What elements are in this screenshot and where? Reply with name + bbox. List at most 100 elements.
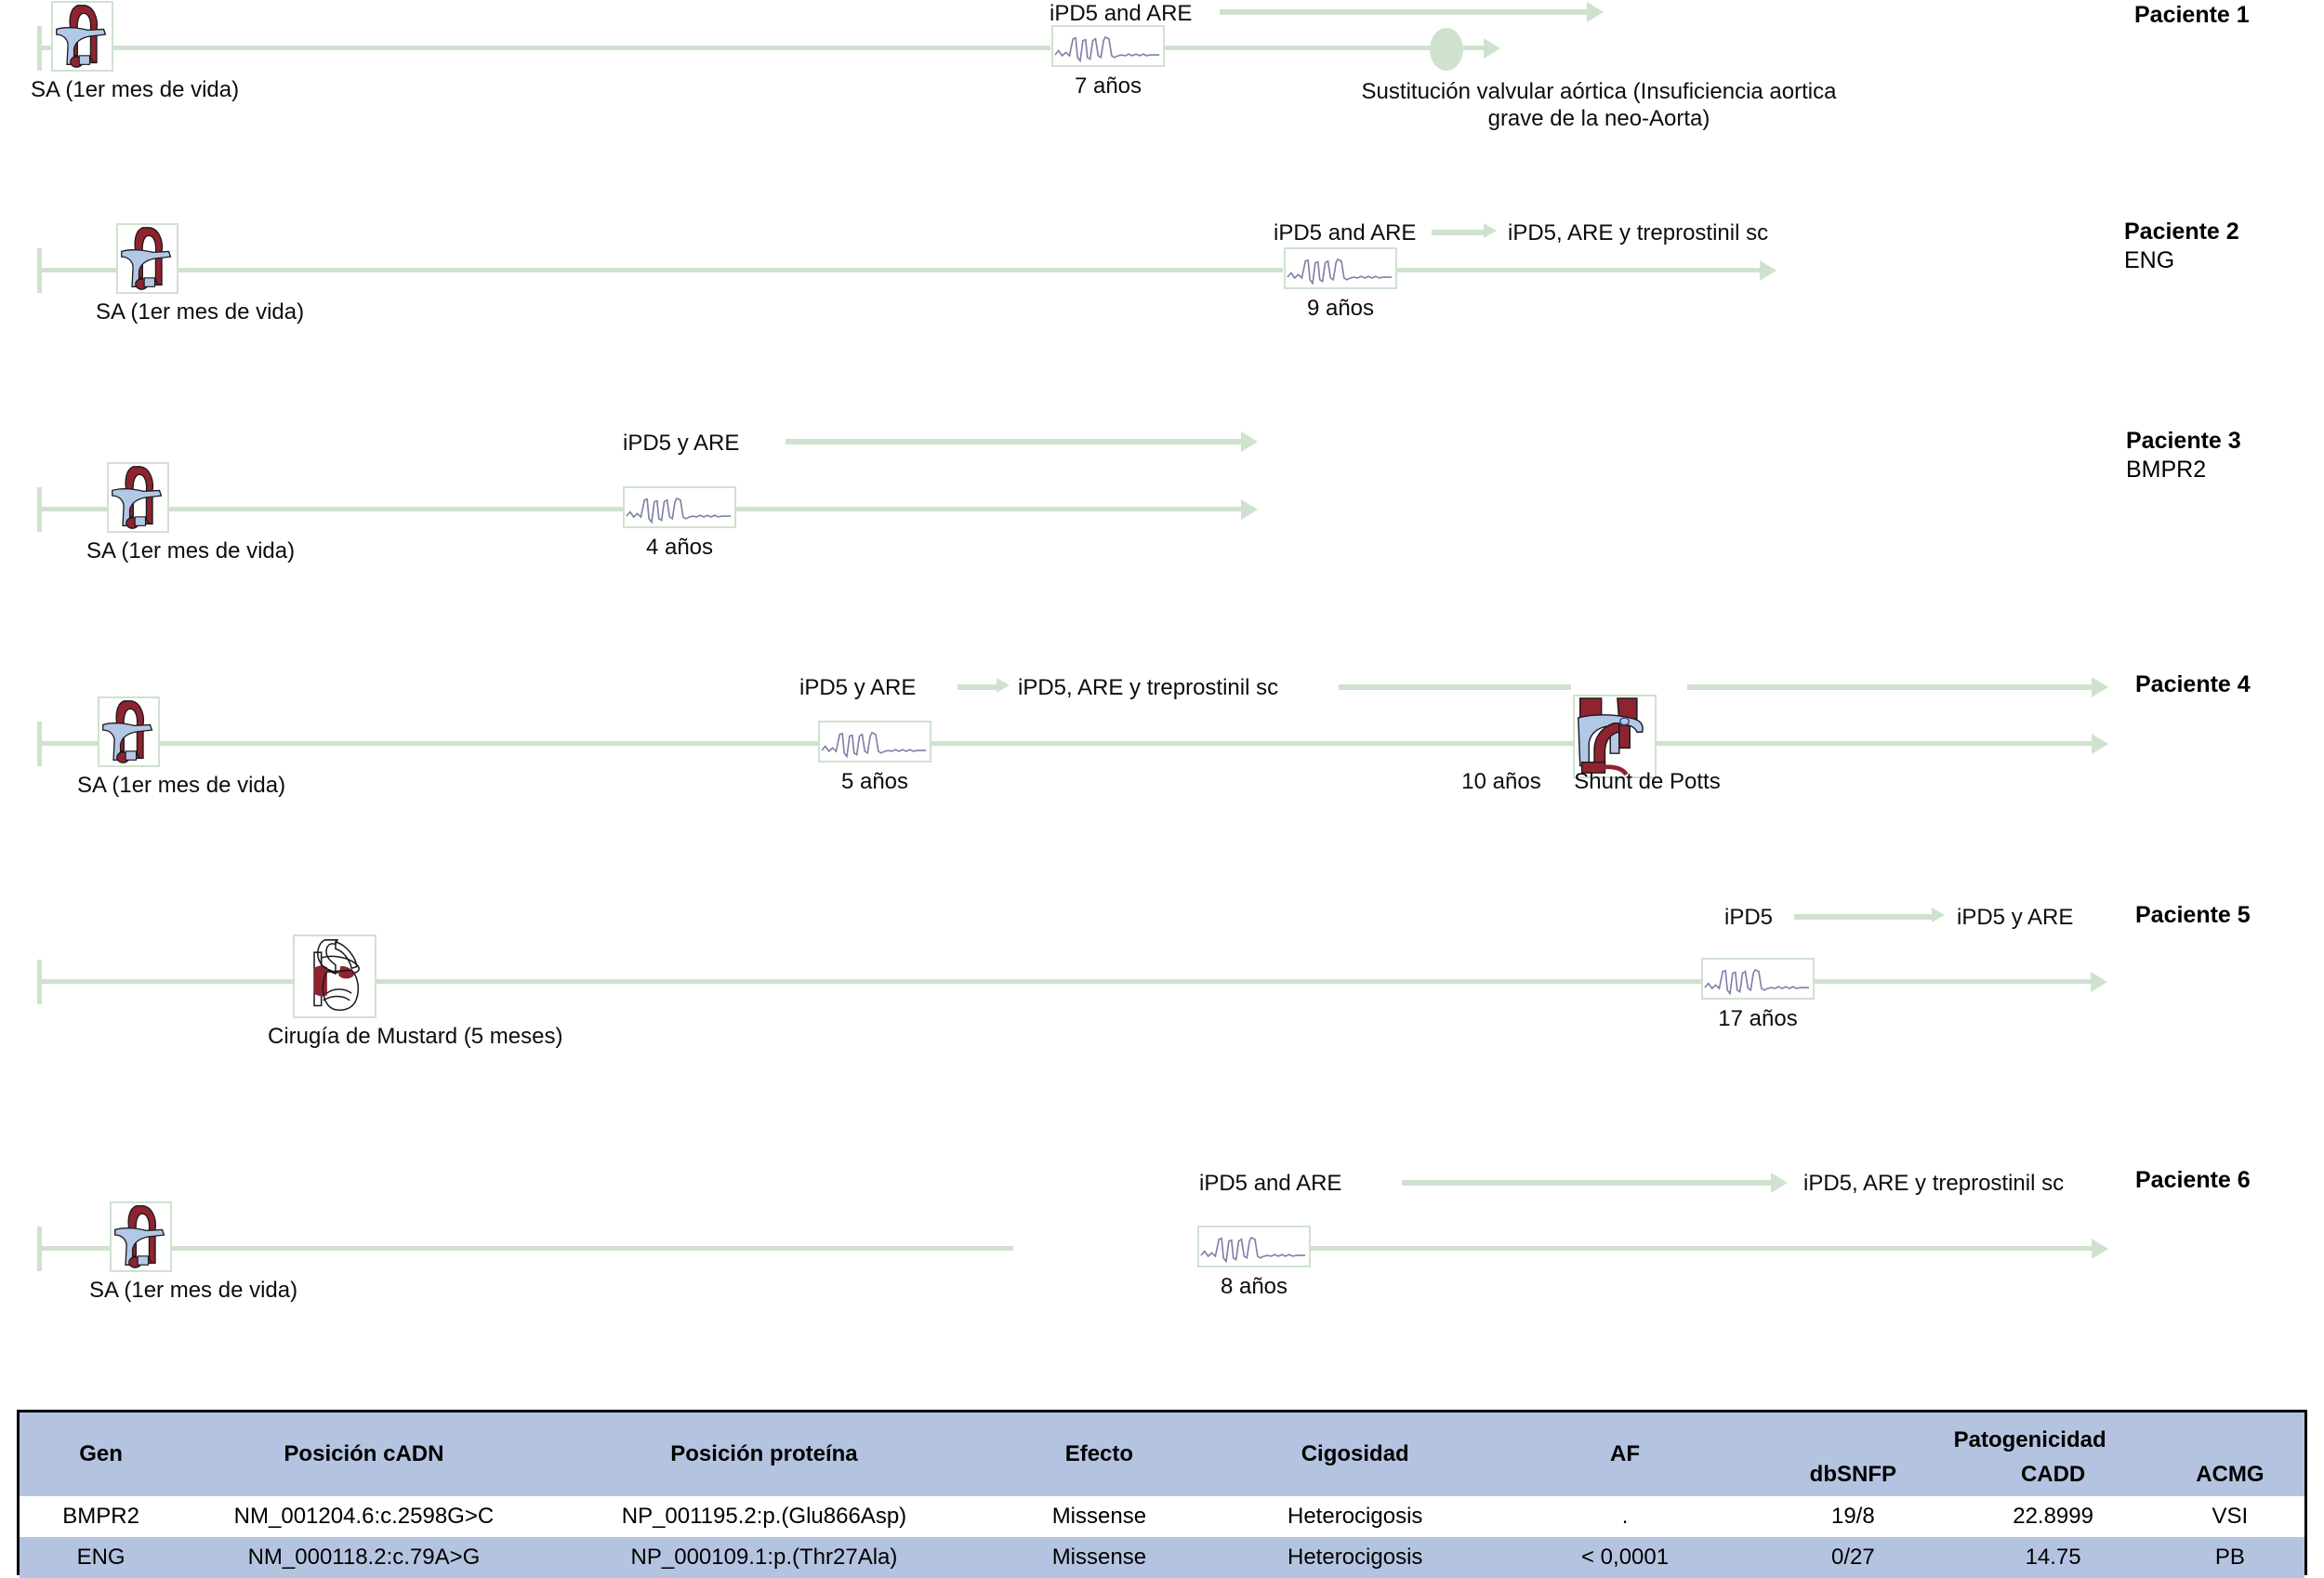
patient-6-ecg-box [1197,1226,1311,1267]
patient-3-treatment-arrow-head [1241,431,1258,452]
patient-4-event-label: Shunt de Potts [1574,769,1721,794]
patient-1-axis-after-event [1463,46,1484,50]
cell-gen: ENG [76,1545,125,1570]
patient-2-treatment-arrow-head [1484,223,1497,238]
table-header-row: Gen Posición cADN Posición proteína Efec… [20,1412,2304,1466]
cell-acmg: VSI [2212,1504,2249,1529]
patient-1-treatment-arrow-head [1587,2,1604,22]
cell-gen: BMPR2 [62,1504,139,1529]
cell-af: . [1621,1504,1629,1529]
patient-2-treatment-top-label: iPD5 and ARE [1274,220,1417,245]
patient-6-treatment-top-label: iPD5 and ARE [1199,1171,1342,1196]
table-row: BMPR2 NM_001204.6:c.2598G>C NP_001195.2:… [20,1496,2304,1537]
cell-af: < 0,0001 [1581,1545,1670,1570]
patient-5-start-label: Cirugía de Mustard (5 meses) [268,1024,563,1049]
patient-2-ecg-box [1284,247,1397,289]
header-cigosidad: Cigosidad [1301,1441,1409,1466]
cell-cadn: NM_001204.6:c.2598G>C [233,1504,495,1529]
patient-4-treatment-arrow-line-2 [1339,684,1571,690]
patient-1-treatment-arrow-line [1220,9,1587,15]
patient-1-treatment-top-label: iPD5 and ARE [1050,1,1193,26]
header-cadn: Posición cADN [284,1441,444,1466]
patient-1-axis-arrow-head [1484,38,1500,59]
cell-efecto: Missense [1051,1504,1147,1529]
cell-cigosidad: Heterocigosis [1287,1545,1423,1570]
patient-5-treatment-arrow-line [1794,914,1932,920]
patient-4-start-label: SA (1er mes de vida) [77,773,286,798]
patient-4-treatment-arrow-head [997,678,1010,693]
patient-2-name-label: Paciente 2 [2124,219,2239,245]
patient-1-axis-continuation [1165,46,1430,50]
cell-proteina: NP_001195.2:p.(Glu866Asp) [621,1504,907,1529]
timeline-axis [37,741,818,746]
patient-2-treatment-arrow-line [1432,230,1484,235]
patient-5-treatment-top-label: iPD5 [1724,905,1774,930]
cell-proteina: NP_000109.1:p.(Thr27Ala) [630,1545,898,1570]
patient-6-start-label: SA (1er mes de vida) [89,1278,298,1303]
patient-3-axis-continuation [736,507,1241,511]
patient-5-treatment-second-label: iPD5 y ARE [1957,905,2074,930]
patient-4-axis-arrow-head [2092,734,2108,754]
patient-2-axis-arrow-head [1760,260,1776,281]
patient-3-treatment-top-label: iPD5 y ARE [623,431,740,456]
header-patogenicidad: Patogenicidad [1953,1427,2106,1452]
patient-5-name-label: Paciente 5 [2135,902,2251,928]
switch-arterial-heart-icon [110,1201,172,1272]
patient-6-name-label: Paciente 6 [2135,1167,2251,1193]
patient-4-treatment-arrow-line [957,684,997,690]
header-efecto: Efecto [1064,1441,1134,1466]
patient-2-treatment-second-label: iPD5, ARE y treprostinil sc [1508,220,1769,245]
timeline-axis [37,268,1283,272]
patient-2-start-label: SA (1er mes de vida) [96,299,305,325]
patient-6-ecg-label: 8 años [1220,1274,1288,1299]
cell-dbsnfp: 19/8 [1830,1504,1875,1529]
patient-6-axis-continuation [1311,1246,2092,1251]
patient-1-ecg-box [1051,25,1165,67]
patient-5-axis-arrow-head [2091,972,2107,992]
patient-4-treatment-arrow-head-2 [2092,677,2108,697]
header-dbsnfp: dbSNFP [1809,1462,1896,1487]
timeline-axis [37,46,1050,50]
patient-5-axis-continuation [1815,979,2091,984]
patient-1-ecg-label: 7 años [1074,73,1142,99]
patient-2-ecg-label: 9 años [1306,296,1375,321]
switch-arterial-heart-icon [116,223,178,294]
patient-3-axis-arrow-head [1241,499,1258,520]
cell-acmg: PB [2214,1545,2245,1570]
cell-cadn: NM_000118.2:c.79A>G [247,1545,481,1570]
patient-4-ecg-box [818,721,931,762]
switch-arterial-heart-icon [51,1,113,72]
cell-cadd: 22.8999 [2013,1504,2093,1529]
valve-ellipse-marker [1430,28,1463,71]
patient-4-axis-after-event [1657,741,2092,746]
patient-5-treatment-arrow-head [1932,908,1945,922]
patient-6-treatment-arrow-head [1771,1173,1788,1193]
patient-3-ecg-box [623,486,736,528]
header-af: AF [1610,1441,1641,1466]
patient-2-axis-continuation [1397,268,1760,272]
patient-3-name-label: Paciente 3 [2126,428,2241,454]
patient-5-ecg-box [1701,958,1815,1000]
potts-shunt-heart-icon [1573,695,1657,778]
switch-arterial-heart-icon [107,462,169,533]
patient-3-gene-label: BMPR2 [2126,457,2207,483]
patient-4-treatment-top-label: iPD5 y ARE [799,675,917,700]
patient-1-event-text: Sustitución valvular aórtica (Insuficien… [1361,79,1837,132]
header-cadd: CADD [2020,1462,2086,1487]
header-gen: Gen [79,1441,123,1466]
patient-4-axis-continuation [931,741,1573,746]
patient-4-event-age-label: 10 años [1461,769,1541,794]
table-row: ENG NM_000118.2:c.79A>G NP_000109.1:p.(T… [20,1537,2304,1578]
timeline-axis [37,1246,1013,1251]
mustard-surgery-heart-icon [293,935,376,1018]
variant-table: Gen Posición cADN Posición proteína Efec… [17,1410,2307,1578]
patient-1-event-label: Sustitución valvular aórtica (Insuficien… [1357,78,1841,133]
patient-3-treatment-arrow-line [786,439,1241,444]
patient-3-ecg-label: 4 años [645,535,714,560]
cell-efecto: Missense [1051,1545,1147,1570]
patient-4-name-label: Paciente 4 [2135,671,2251,697]
patient-6-treatment-arrow-line [1402,1180,1771,1186]
switch-arterial-heart-icon [98,696,160,767]
header-acmg: ACMG [2196,1462,2265,1487]
